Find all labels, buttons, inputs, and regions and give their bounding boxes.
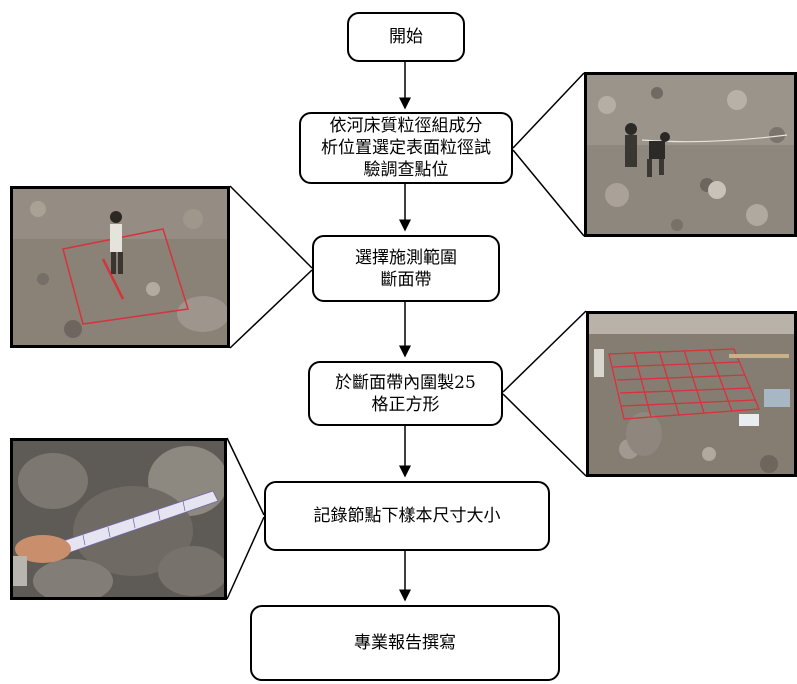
step-select-section: 選擇施測範圍 斷面帶 — [312, 235, 500, 302]
step-report: 專業報告撰寫 — [250, 605, 560, 681]
grid-photo — [586, 311, 797, 477]
callout-section-lower — [229, 269, 313, 349]
callout-section-upper — [229, 185, 313, 269]
callout-site-lower — [512, 149, 585, 237]
callout-record-upper — [226, 437, 265, 516]
callout-site-upper — [512, 72, 585, 149]
callout-record-lower — [226, 516, 265, 600]
callout-grid-upper — [502, 310, 587, 393]
step-select-section-label: 選擇施測範圍 斷面帶 — [355, 247, 457, 290]
sample-measure-photo — [10, 438, 227, 600]
section-band-photo — [10, 186, 230, 348]
step-start: 開始 — [347, 12, 465, 62]
step-select-site: 依河床質粒徑組成分 析位置選定表面粒徑試 驗調查點位 — [299, 112, 513, 184]
step-grid-label: 於斷面帶內圍製25 格正方形 — [335, 372, 476, 415]
callout-grid-lower — [502, 393, 587, 477]
step-grid: 於斷面帶內圍製25 格正方形 — [308, 361, 503, 426]
step-record-label: 記錄節點下樣本尺寸大小 — [313, 506, 501, 526]
step-select-site-label: 依河床質粒徑組成分 析位置選定表面粒徑試 驗調查點位 — [321, 116, 491, 180]
step-report-label: 專業報告撰寫 — [354, 633, 456, 653]
step-start-label: 開始 — [389, 27, 423, 47]
step-record: 記錄節點下樣本尺寸大小 — [264, 481, 550, 551]
survey-site-photo — [584, 72, 797, 237]
